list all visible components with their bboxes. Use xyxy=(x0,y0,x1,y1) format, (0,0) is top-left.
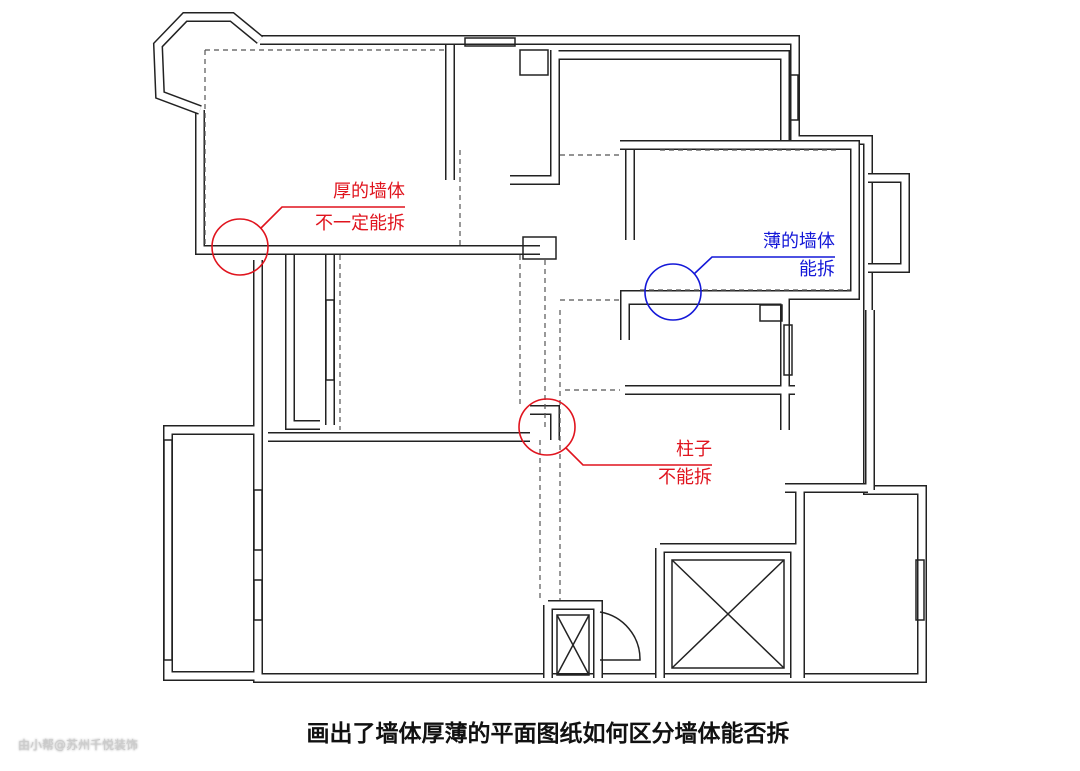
thick-wall-label-line2: 不一定能拆 xyxy=(315,213,405,234)
annotation-column xyxy=(518,398,712,466)
column-label-line2: 不能拆 xyxy=(658,467,712,488)
annotation-thick-wall xyxy=(211,206,405,276)
elevator-shafts xyxy=(556,559,785,676)
watermark: 由小帮@苏州千悦装饰 xyxy=(18,738,139,752)
windows xyxy=(163,37,925,661)
caption: 画出了墙体厚薄的平面图纸如何区分墙体能否拆 xyxy=(306,721,790,747)
thin-wall-label-line2: 能拆 xyxy=(799,259,835,280)
column-label-line1: 柱子 xyxy=(676,439,712,460)
thick-wall-label-line1: 厚的墙体 xyxy=(333,181,405,202)
thin-wall-label: 薄的墙体 能拆 xyxy=(715,231,835,281)
column-label: 柱子 不能拆 xyxy=(592,439,712,489)
annotation-thin-wall xyxy=(644,256,835,321)
thick-wall-label: 厚的墙体 不一定能拆 xyxy=(285,181,405,235)
walls xyxy=(152,12,927,683)
dashed-boundaries xyxy=(204,49,850,600)
thin-wall-label-line1: 薄的墙体 xyxy=(763,231,835,252)
